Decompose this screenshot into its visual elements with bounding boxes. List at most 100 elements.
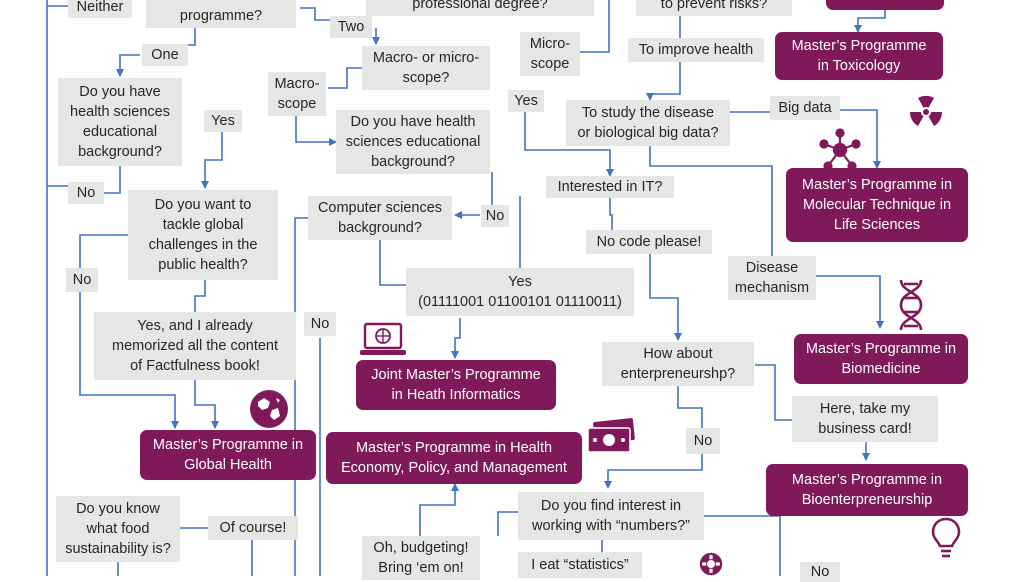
yes2-text: Yes — [514, 93, 538, 109]
yes-binary-line1: Yes — [508, 274, 532, 290]
molecular-line2: Molecular Technique in — [802, 197, 952, 213]
globe-icon — [250, 390, 288, 428]
macro-micro-line1: Macro- or micro- — [372, 50, 480, 66]
prevent-risks-question: to prevent risks? — [636, 0, 792, 16]
two-text: Two — [337, 19, 365, 35]
factfulness-answer: Yes, and I already memorized all the con… — [94, 312, 296, 380]
programme-molecular-technique[interactable]: Master’s Programme in Molecular Techniqu… — [786, 168, 968, 242]
no2-text: No — [485, 208, 505, 224]
improve-health-answer: To improve health — [628, 38, 764, 62]
macro-micro-line2: scope? — [402, 70, 450, 86]
improve-health-text: To improve health — [638, 42, 754, 58]
molecular-line3: Life Sciences — [833, 217, 921, 233]
no-label-5: No — [686, 428, 720, 454]
no1-text: No — [76, 185, 96, 201]
no-code-text: No code please! — [596, 234, 702, 250]
molecule-icon — [819, 128, 861, 171]
macroscope-answer: Macro- scope — [268, 72, 326, 116]
interested-it-text: Interested in IT? — [557, 179, 663, 195]
programme-toxicology[interactable]: Master’s Programme in Toxicology — [775, 32, 943, 80]
no-label-2: No — [481, 205, 509, 227]
food-line1: Do you know — [76, 501, 160, 517]
yes1-text: Yes — [211, 113, 235, 129]
no6-text: No — [810, 564, 830, 580]
professional-degree-question: professional degree? — [366, 0, 594, 16]
statistics-answer: I eat “statistics” — [518, 552, 642, 578]
statistics-text: I eat “statistics” — [531, 557, 629, 573]
bioentre-line1: Master’s Programme in — [791, 472, 943, 488]
lightbulb-icon — [931, 517, 961, 558]
microscope-answer: Micro- scope — [520, 32, 580, 76]
laptop-icon — [360, 322, 406, 355]
factfulness-line2: memorized all the content — [111, 338, 279, 354]
health-background-question-2: Do you have health sciences educational … — [336, 110, 490, 174]
food-line2: what food — [86, 521, 150, 537]
no-code-answer: No code please! — [586, 230, 712, 254]
health-bg1-line3: educational — [82, 124, 158, 140]
business-card-line2: business card! — [818, 421, 912, 437]
food-sustainability-question: Do you know what food sustainability is? — [56, 496, 180, 562]
yes-binary-answer: Yes (01111001 01100101 01110011) — [406, 268, 634, 316]
programme-health-informatics[interactable]: Joint Master’s Programme in Heath Inform… — [356, 360, 556, 410]
biomedicine-line2: Biomedicine — [841, 361, 921, 377]
study-line1: To study the disease — [581, 105, 715, 121]
microscope-line1: Micro- — [529, 36, 571, 52]
programme-health-economy[interactable]: Master’s Programme in Health Economy, Po… — [326, 432, 582, 484]
toxicology-line2: in Toxicology — [817, 58, 901, 74]
professional-degree-text: professional degree? — [412, 0, 548, 12]
dna-icon — [899, 279, 923, 331]
yes-label-1: Yes — [204, 110, 242, 132]
budgeting-line2: Bring ‘em on! — [378, 560, 464, 576]
global-q-line2: tackle global — [162, 217, 244, 233]
programme-question: programme? — [146, 0, 296, 28]
global-q-line4: public health? — [158, 257, 248, 273]
of-course-answer: Of course! — [208, 516, 298, 540]
yes-label-2: Yes — [508, 90, 544, 112]
health-bg1-line4: background? — [78, 144, 162, 160]
neither-label: Neither — [68, 0, 132, 18]
numbers-line1: Do you find interest in — [540, 498, 682, 514]
health-bg2-line3: background? — [371, 154, 455, 170]
cs-line1: Computer sciences — [317, 200, 443, 216]
budgeting-answer: Oh, budgeting! Bring ‘em on! — [362, 536, 480, 580]
study-line2: or biological big data? — [577, 125, 719, 141]
global-q-line1: Do you want to — [154, 197, 252, 213]
programme-global-health[interactable]: Master’s Programme in Global Health — [140, 430, 316, 480]
no-label-3: No — [66, 268, 98, 292]
one-text: One — [151, 47, 179, 63]
no5-text: No — [693, 433, 713, 449]
bioentre-line2: Bioenterpreneurship — [801, 492, 933, 508]
yes-binary-line2: (01111001 01100101 01110011) — [418, 294, 622, 310]
programme-biomedicine[interactable]: Master’s Programme in Biomedicine — [794, 334, 968, 384]
toxicology-line1: Master’s Programme — [791, 38, 927, 54]
health-bg1-line2: health sciences — [70, 104, 170, 120]
study-disease-question: To study the disease or biological big d… — [566, 100, 730, 146]
no3-text: No — [72, 272, 92, 288]
health-bg1-line1: Do you have — [79, 84, 161, 100]
entrepreneur-line1: How about — [643, 346, 713, 362]
no-label-4: No — [304, 312, 336, 336]
programme-bioentrepreneurship[interactable]: Master’s Programme in Bioenterpreneurshi… — [766, 464, 968, 516]
neither-text: Neither — [76, 0, 124, 15]
no4-text: No — [310, 316, 330, 332]
prevent-risks-text: to prevent risks? — [660, 0, 768, 12]
global-health-line1: Master’s Programme in — [152, 437, 304, 453]
cs-line2: background? — [338, 220, 422, 236]
molecular-line1: Master’s Programme in — [801, 177, 953, 193]
business-card-answer: Here, take my business card! — [792, 396, 938, 442]
global-q-line3: challenges in the — [148, 237, 258, 253]
gear-icon — [699, 552, 723, 576]
food-line3: sustainability is? — [65, 541, 171, 557]
numbers-question: Do you find interest in working with “nu… — [518, 492, 704, 540]
health-bg2-line2: sciences educational — [345, 134, 481, 150]
informatics-line2: in Heath Informatics — [391, 387, 521, 403]
entrepreneur-line2: enterpreneurshp? — [620, 366, 736, 382]
microscope-line2: scope — [530, 56, 570, 72]
macro-micro-question: Macro- or micro- scope? — [362, 46, 490, 90]
two-label: Two — [330, 16, 372, 38]
numbers-line2: working with “numbers?” — [532, 518, 690, 534]
informatics-line1: Joint Master’s Programme — [371, 367, 541, 383]
big-data-answer: Big data — [770, 96, 840, 120]
entrepreneurship-question: How about enterpreneurshp? — [602, 342, 754, 386]
